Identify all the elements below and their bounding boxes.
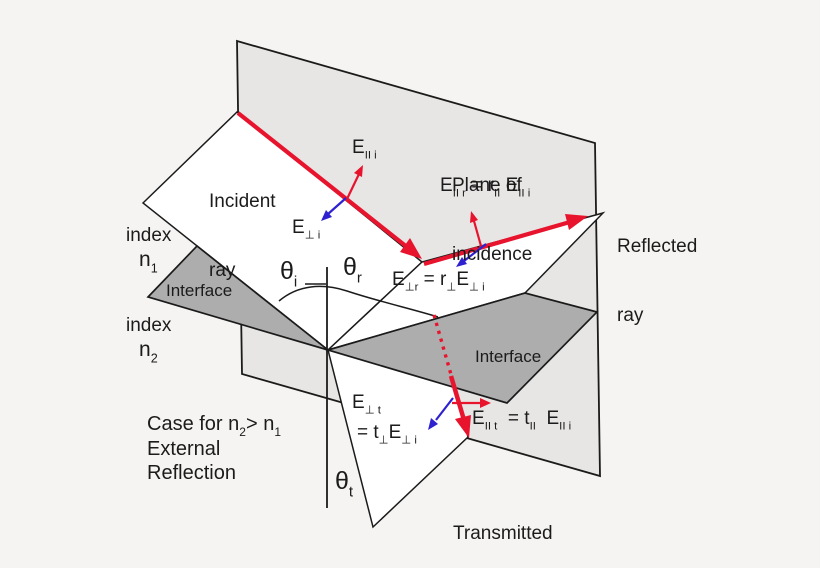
incident-ray-label-line2: ray: [209, 260, 236, 281]
e-perp-i-label: E⊥ i: [292, 217, 321, 242]
interface-right-surface: [324, 292, 599, 404]
case-condition-label: Case for n2> n1: [147, 413, 281, 439]
incident-ray-label-line1: Incident: [209, 191, 276, 212]
index-n2-symbol: n2: [139, 338, 158, 366]
angle-arc: [278, 285, 439, 318]
interface-left-surface: [146, 244, 329, 351]
theta-i-label: θi: [280, 257, 298, 291]
e-perp-r-arrowhead: [456, 257, 467, 267]
incident-ray-label: Incident ray: [209, 144, 276, 328]
transmitted-ray: [448, 375, 467, 421]
e-parallel-r-equation: EII r = rII EII i: [440, 175, 531, 200]
e-perp-i-arrow: [327, 197, 347, 215]
reflected-ray: [423, 219, 571, 267]
index-n1-word: index: [126, 225, 172, 246]
e-perp-t-label-line1: E⊥ t: [352, 392, 381, 417]
reflected-ray-label-line2: ray: [617, 305, 644, 326]
e-parallel-t-arrowhead: [480, 398, 491, 408]
index-n1-symbol: n1: [139, 248, 158, 276]
e-perp-i-arrowhead: [321, 210, 332, 221]
e-perp-t-arrow: [435, 397, 454, 421]
theta-r-label: θr: [343, 253, 362, 287]
transmitted-ray-hidden-dotted: [432, 314, 454, 379]
e-parallel-r-arrowhead: [470, 211, 478, 223]
e-perp-t-arrowhead: [428, 418, 438, 430]
reflected-ray-label-line1: Reflected: [617, 236, 698, 257]
incident-ray: [236, 111, 409, 249]
index-n2-word: index: [126, 315, 172, 336]
e-parallel-r-arrow: [472, 220, 483, 247]
e-parallel-i-label: EII i: [352, 137, 377, 162]
transmitted-ray-label: Transmitted ray: [453, 476, 553, 568]
e-perp-r-arrow: [463, 243, 487, 262]
reflected-ray-arrowhead: [565, 214, 588, 230]
e-perp-t-label-line2: = t⊥E⊥ i: [357, 422, 417, 447]
e-parallel-t-equation: EII t = tII EII i: [472, 408, 572, 433]
reflected-ray-label: Reflected ray: [617, 189, 697, 373]
external-label: External: [147, 438, 221, 460]
transmitted-ray-label-line1: Transmitted: [453, 523, 553, 544]
theta-t-label: θt: [335, 467, 354, 501]
e-perp-r-equation: E⊥r = r⊥E⊥ i: [392, 269, 485, 294]
reflection-label: Reflection: [147, 462, 236, 484]
plane-of-incidence-label-line1: Plane of: [452, 175, 522, 196]
e-parallel-i-arrow: [346, 173, 360, 200]
plane-of-incidence-label: Plane of incidence: [452, 128, 532, 312]
plane-of-incidence-label-line2: incidence: [452, 244, 533, 265]
e-parallel-i-arrowhead: [354, 165, 363, 177]
incident-ray-arrowhead: [400, 238, 422, 259]
interface-right-label: Interface: [475, 347, 542, 366]
interface-left-label: Interface: [166, 281, 233, 300]
transmitted-ray-arrowhead: [455, 415, 471, 438]
